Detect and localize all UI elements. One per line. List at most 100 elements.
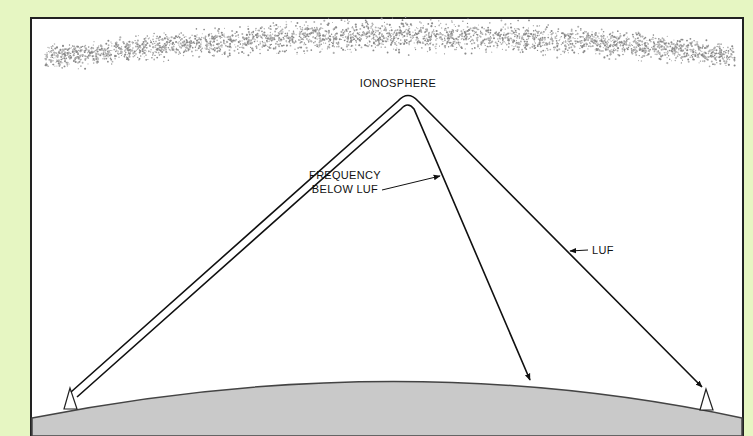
stipple-dot: [586, 35, 587, 36]
stipple-dot: [430, 25, 432, 27]
stipple-dot: [502, 39, 504, 41]
stipple-dot: [656, 44, 657, 45]
stipple-dot: [103, 56, 104, 57]
stipple-dot: [409, 33, 411, 35]
stipple-dot: [262, 41, 263, 42]
stipple-dot: [709, 49, 711, 51]
stipple-dot: [341, 47, 343, 49]
stipple-dot: [415, 49, 416, 50]
stipple-dot: [201, 49, 202, 50]
stipple-dot: [717, 44, 718, 45]
stipple-dot: [416, 33, 418, 35]
stipple-dot: [147, 35, 149, 37]
stipple-dot: [458, 44, 459, 45]
stipple-dot: [609, 45, 611, 47]
stipple-dot: [196, 36, 197, 37]
stipple-dot: [375, 26, 377, 28]
stipple-dot: [597, 35, 599, 37]
stipple-dot: [666, 62, 668, 64]
stipple-dot: [50, 62, 51, 63]
stipple-dot: [596, 44, 598, 46]
stipple-dot: [359, 37, 361, 39]
stipple-dot: [283, 38, 285, 40]
stipple-dot: [570, 46, 572, 48]
stipple-dot: [710, 55, 712, 57]
stipple-dot: [464, 53, 466, 55]
stipple-dot: [636, 33, 638, 35]
stipple-dot: [115, 47, 116, 48]
stipple-dot: [700, 50, 701, 51]
stipple-dot: [265, 35, 266, 36]
stipple-dot: [713, 48, 715, 50]
stipple-dot: [158, 52, 160, 54]
stipple-dot: [299, 36, 301, 38]
stipple-dot: [46, 57, 48, 59]
stipple-dot: [194, 43, 195, 44]
stipple-dot: [712, 56, 713, 57]
stipple-dot: [167, 37, 168, 38]
stipple-dot: [82, 62, 84, 64]
stipple-dot: [93, 62, 95, 64]
stipple-dot: [599, 53, 601, 55]
stipple-dot: [98, 45, 99, 46]
stipple-dot: [363, 35, 364, 36]
stipple-dot: [408, 54, 410, 56]
stipple-dot: [379, 32, 381, 34]
stipple-dot: [480, 31, 481, 32]
stipple-dot: [635, 46, 637, 48]
stipple-dot: [375, 40, 377, 42]
stipple-dot: [417, 41, 419, 43]
stipple-dot: [296, 22, 298, 24]
stipple-dot: [733, 57, 735, 59]
stipple-dot: [293, 36, 295, 38]
stipple-dot: [206, 47, 208, 49]
stipple-dot: [626, 44, 627, 45]
stipple-dot: [185, 49, 186, 50]
stipple-dot: [170, 50, 171, 51]
stipple-dot: [511, 30, 513, 32]
stipple-dot: [175, 51, 177, 53]
stipple-dot: [485, 33, 486, 34]
stipple-dot: [391, 38, 392, 39]
stipple-dot: [435, 52, 436, 53]
stipple-dot: [192, 47, 193, 48]
stipple-dot: [458, 25, 460, 27]
stipple-dot: [627, 37, 628, 38]
stipple-dot: [410, 23, 412, 25]
stipple-dot: [435, 43, 437, 45]
stipple-dot: [394, 32, 395, 33]
stipple-dot: [572, 44, 573, 45]
stipple-dot: [287, 34, 288, 35]
stipple-dot: [523, 27, 525, 29]
stipple-dot: [453, 41, 455, 43]
stipple-dot: [487, 46, 489, 48]
stipple-dot: [286, 21, 287, 22]
stipple-dot: [639, 40, 641, 42]
stipple-dot: [709, 56, 710, 57]
stipple-dot: [153, 33, 154, 34]
stipple-dot: [459, 34, 461, 36]
stipple-dot: [539, 26, 540, 27]
stipple-dot: [592, 41, 594, 43]
stipple-dot: [302, 38, 304, 40]
stipple-dot: [508, 36, 509, 37]
stipple-dot: [549, 49, 551, 51]
stipple-dot: [669, 46, 671, 48]
stipple-dot: [48, 47, 49, 48]
stipple-dot: [292, 38, 293, 39]
stipple-dot: [355, 49, 357, 51]
stipple-dot: [88, 46, 89, 47]
stipple-dot: [169, 40, 170, 41]
stipple-dot: [598, 44, 599, 45]
stipple-dot: [159, 49, 160, 50]
stipple-dot: [61, 52, 63, 54]
stipple-dot: [680, 47, 682, 49]
stipple-dot: [595, 49, 596, 50]
stipple-dot: [721, 55, 723, 57]
stipple-dot: [661, 46, 662, 47]
stipple-dot: [628, 47, 629, 48]
stipple-dot: [345, 50, 346, 51]
stipple-dot: [327, 47, 328, 48]
stipple-dot: [656, 51, 657, 52]
stipple-dot: [318, 31, 319, 32]
